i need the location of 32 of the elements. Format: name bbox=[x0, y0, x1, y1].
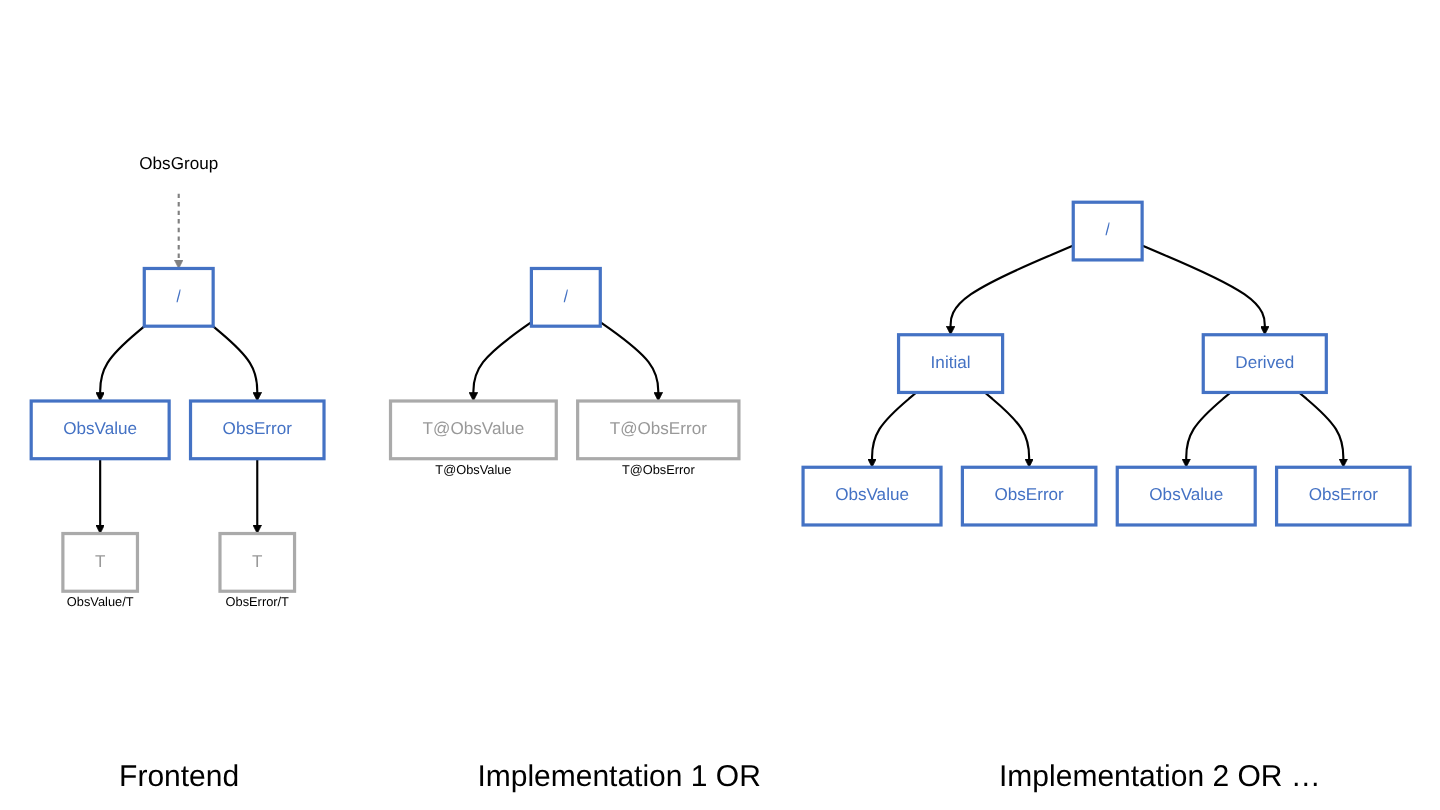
node-box: T@ObsError bbox=[576, 398, 741, 460]
arrow bbox=[945, 244, 1074, 335]
arrow bbox=[984, 391, 1034, 468]
node-box: T bbox=[218, 531, 297, 593]
panel-caption: Frontend bbox=[119, 760, 240, 794]
arrow bbox=[95, 458, 105, 534]
node-box: Derived bbox=[1201, 332, 1328, 394]
node-box: ObsValue bbox=[801, 465, 943, 527]
arrow bbox=[1298, 391, 1349, 468]
node-box: / bbox=[142, 266, 215, 328]
arrow bbox=[212, 324, 262, 401]
panel-caption: Implementation 1 OR bbox=[477, 760, 761, 794]
arrow bbox=[174, 193, 184, 269]
arrow bbox=[1141, 244, 1270, 335]
node-box: / bbox=[529, 266, 602, 328]
arrow bbox=[1181, 391, 1232, 468]
arrow bbox=[468, 320, 533, 401]
node-box: ObsError bbox=[188, 398, 326, 460]
panel-caption: Implementation 2 OR … bbox=[999, 760, 1321, 794]
node-text: ObsGroup bbox=[139, 154, 219, 173]
node-box: T bbox=[61, 531, 140, 593]
arrow bbox=[599, 320, 663, 401]
node-box: ObsValue bbox=[29, 398, 171, 460]
node-box: T@ObsValue bbox=[388, 398, 558, 460]
node-box: ObsError bbox=[1274, 465, 1412, 527]
arrow bbox=[867, 391, 918, 468]
node-box: / bbox=[1071, 200, 1144, 262]
node-box: ObsValue bbox=[1115, 465, 1257, 527]
node-box: Initial bbox=[896, 332, 1005, 394]
node-box: ObsError bbox=[960, 465, 1098, 527]
arrow bbox=[95, 324, 146, 401]
arrow bbox=[252, 458, 262, 534]
